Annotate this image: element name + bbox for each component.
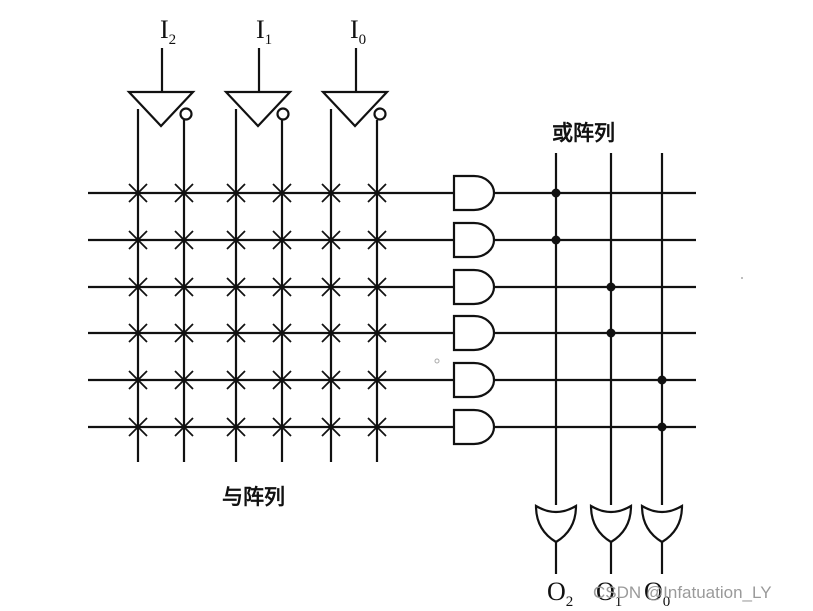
crosspoint-mark xyxy=(367,323,387,343)
or-array-connections xyxy=(551,188,667,432)
crosspoint-mark xyxy=(367,417,387,437)
crosspoint-mark xyxy=(128,183,148,203)
and-gate-1 xyxy=(452,221,696,259)
buffer-gate-2 xyxy=(320,90,390,128)
scan-speck xyxy=(434,358,440,364)
crosspoint-mark xyxy=(128,370,148,390)
crosspoint-mark xyxy=(226,230,246,250)
crosspoint-mark xyxy=(226,277,246,297)
and-array-crosspoints xyxy=(128,183,387,437)
scan-speck xyxy=(741,277,743,279)
input-wires xyxy=(160,48,358,92)
output-label-o2: O2 xyxy=(547,577,573,610)
crosspoint-mark xyxy=(128,230,148,250)
buffer-gate-0 xyxy=(126,90,196,128)
crosspoint-mark xyxy=(174,417,194,437)
buffer-gate-1 xyxy=(223,90,293,128)
crosspoint-mark xyxy=(174,183,194,203)
crosspoint-mark xyxy=(321,230,341,250)
or-gate-0 xyxy=(534,504,578,574)
or-gate-2 xyxy=(640,504,684,574)
crosspoint-mark xyxy=(174,323,194,343)
or-gates xyxy=(534,504,684,574)
crosspoint-mark xyxy=(321,277,341,297)
or-connection-dot xyxy=(657,375,667,385)
and-array-rows xyxy=(88,191,454,429)
crosspoint-mark xyxy=(272,277,292,297)
and-gates xyxy=(452,174,696,446)
crosspoint-mark xyxy=(272,323,292,343)
crosspoint-mark xyxy=(128,323,148,343)
input-label-i2: I2 xyxy=(160,15,176,48)
crosspoint-mark xyxy=(226,417,246,437)
output-label-o0: O0 xyxy=(644,577,670,610)
crosspoint-mark xyxy=(367,370,387,390)
crosspoint-mark xyxy=(174,230,194,250)
crosspoint-mark xyxy=(321,183,341,203)
crosspoint-mark xyxy=(226,370,246,390)
input-buffers xyxy=(126,90,390,128)
crosspoint-mark xyxy=(128,417,148,437)
crosspoint-mark xyxy=(272,370,292,390)
crosspoint-mark xyxy=(174,277,194,297)
crosspoint-mark xyxy=(321,417,341,437)
or-connection-dot xyxy=(606,282,616,292)
or-connection-dot xyxy=(606,328,616,338)
output-label-o1: O1 xyxy=(596,577,622,610)
crosspoint-mark xyxy=(272,183,292,203)
crosspoint-mark xyxy=(367,230,387,250)
crosspoint-mark xyxy=(128,277,148,297)
crosspoint-mark xyxy=(367,277,387,297)
crosspoint-mark xyxy=(272,230,292,250)
crosspoint-mark xyxy=(226,183,246,203)
and-gate-0 xyxy=(452,174,696,212)
input-label-i0: I0 xyxy=(350,15,366,48)
crosspoint-mark xyxy=(321,323,341,343)
crosspoint-mark xyxy=(272,417,292,437)
crosspoint-mark xyxy=(174,370,194,390)
or-array-label: 或阵列 xyxy=(552,121,615,145)
or-gate-1 xyxy=(589,504,633,574)
crosspoint-mark xyxy=(226,323,246,343)
or-connection-dot xyxy=(551,235,561,245)
and-array-label: 与阵列 xyxy=(222,485,285,509)
and-gate-3 xyxy=(452,314,696,352)
input-label-i1: I1 xyxy=(256,15,272,48)
crosspoint-mark xyxy=(321,370,341,390)
and-gate-2 xyxy=(452,268,696,306)
and-array-columns xyxy=(136,109,379,462)
crosspoint-mark xyxy=(367,183,387,203)
or-connection-dot xyxy=(657,422,667,432)
or-connection-dot xyxy=(551,188,561,198)
watermark-text: CSDN @Infatuation_LY xyxy=(593,583,772,602)
